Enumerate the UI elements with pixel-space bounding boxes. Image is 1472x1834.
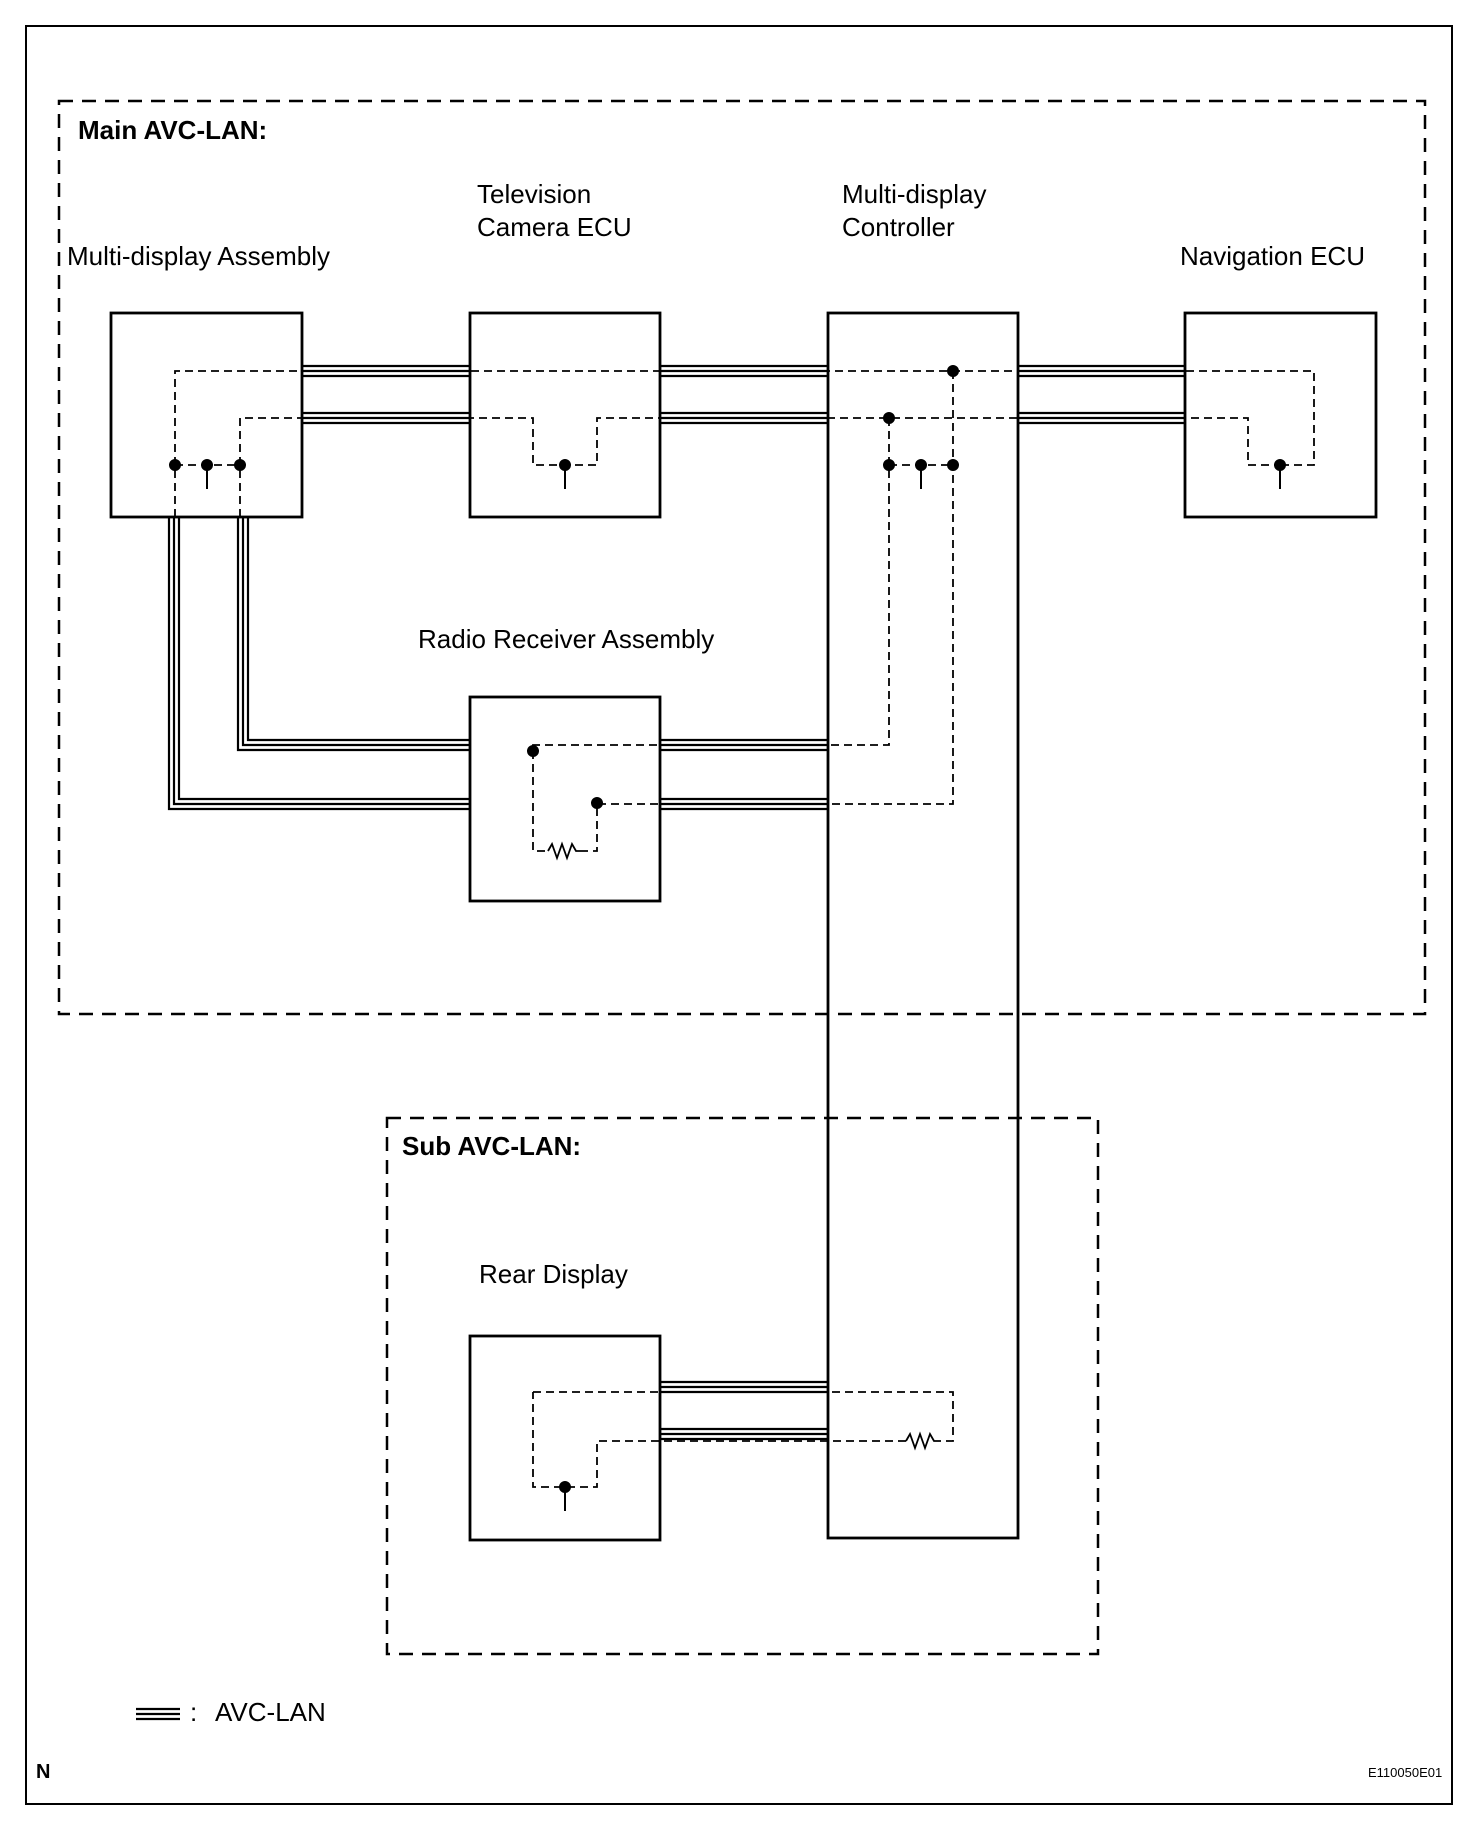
television-camera-ecu-label: Television Camera ECU bbox=[477, 179, 632, 242]
multi-display-assembly-label: Multi-display Assembly bbox=[67, 241, 330, 271]
figure-code: E110050E01 bbox=[1368, 1765, 1443, 1780]
main-avc-lan-label: Main AVC-LAN: bbox=[78, 115, 268, 145]
multi-display-controller-box bbox=[826, 311, 1020, 1540]
avc-lan-legend-symbol bbox=[136, 1707, 180, 1721]
radio-receiver-assembly-label: Radio Receiver Assembly bbox=[418, 624, 715, 654]
radio-receiver-assembly-box bbox=[468, 695, 662, 903]
page-frame bbox=[25, 25, 1453, 1805]
multi-display-controller-label: Multi-display Controller bbox=[842, 179, 987, 242]
legend-label: AVC-LAN bbox=[215, 1697, 326, 1727]
orientation-mark: N bbox=[36, 1761, 51, 1783]
navigation-ecu-box bbox=[1183, 311, 1378, 519]
multi-display-assembly-box bbox=[109, 311, 304, 519]
termination-resistor-icon bbox=[547, 841, 939, 1451]
main-avc-lan-boundary bbox=[57, 99, 1427, 1016]
sub-avc-lan-boundary bbox=[385, 1116, 1100, 1656]
television-camera-ecu-box bbox=[468, 311, 662, 519]
navigation-ecu-label: Navigation ECU bbox=[1180, 241, 1365, 271]
avc-lan-bus-lines bbox=[167, 364, 1185, 1441]
sub-avc-lan-label: Sub AVC-LAN: bbox=[402, 1131, 582, 1161]
legend-separator: : bbox=[190, 1697, 198, 1727]
connection-nodes bbox=[169, 365, 1286, 1511]
rear-display-label: Rear Display bbox=[479, 1259, 628, 1289]
internal-dashed-wiring bbox=[174, 370, 1315, 1488]
rear-display-box bbox=[468, 1334, 662, 1542]
